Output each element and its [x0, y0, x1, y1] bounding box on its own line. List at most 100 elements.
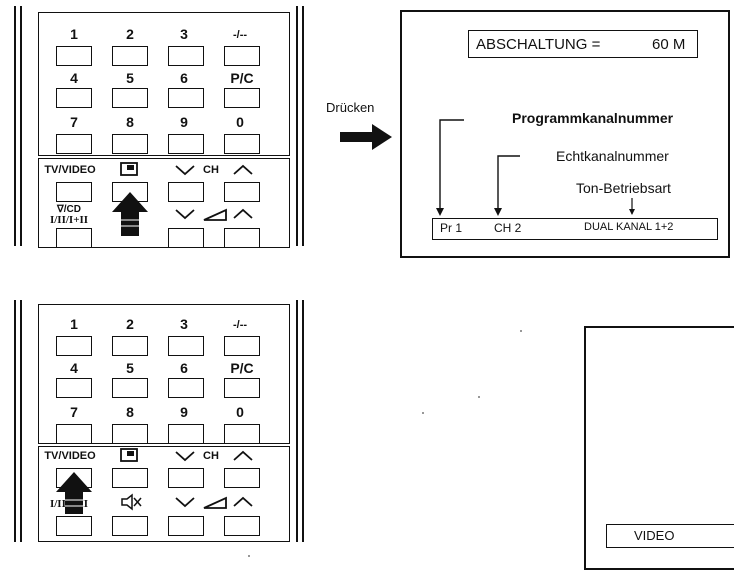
key-pc[interactable] [224, 88, 260, 108]
key-label-vcd: ∇/CD [57, 204, 81, 215]
video-mode-label: VIDEO [634, 528, 675, 543]
key-label-6: 6 [180, 360, 188, 376]
key-channel-down[interactable] [168, 182, 204, 202]
remote-edge-right [296, 6, 298, 246]
key-mute[interactable] [112, 516, 148, 536]
key-5[interactable] [112, 88, 148, 108]
key-8[interactable] [112, 134, 148, 154]
key-sound-mode[interactable] [56, 516, 92, 536]
key-3[interactable] [168, 46, 204, 66]
osd-info-bar [432, 218, 718, 240]
key-label-0: 0 [236, 404, 244, 420]
remote-edge-right-inner [302, 300, 304, 542]
key-screen-info[interactable] [112, 468, 148, 488]
screen-info-icon [120, 448, 138, 462]
remote-edge-left [14, 6, 16, 246]
key-0[interactable] [224, 134, 260, 154]
number-keypad-panel [38, 304, 290, 444]
key-9[interactable] [168, 424, 204, 444]
key-label-3: 3 [180, 26, 188, 42]
video-mode-bar [606, 524, 734, 548]
key-4[interactable] [56, 378, 92, 398]
key-9[interactable] [168, 134, 204, 154]
key-channel-up[interactable] [224, 182, 260, 202]
key-label-tv-video: TV/VIDEO [44, 164, 96, 176]
key-volume-down[interactable] [168, 516, 204, 536]
remote-edge-right-inner [302, 6, 304, 246]
shutoff-timer-box [468, 30, 698, 58]
osd-pointer-lines [436, 119, 635, 216]
press-right-arrow-icon [340, 124, 392, 150]
scan-speckle [520, 330, 522, 332]
volume-icon [203, 496, 227, 509]
key-6[interactable] [168, 378, 204, 398]
key-6[interactable] [168, 88, 204, 108]
key-label-6: 6 [180, 70, 188, 86]
key-label-tv-video: TV/VIDEO [44, 450, 96, 462]
press-label: Drücken [326, 100, 375, 115]
key-sound-mode[interactable] [56, 228, 92, 248]
key-volume-up[interactable] [224, 516, 260, 536]
scan-speckle [478, 396, 480, 398]
key-digit-toggle[interactable] [224, 46, 260, 66]
remote-edge-right [296, 300, 298, 542]
key-4[interactable] [56, 88, 92, 108]
key-label-7: 7 [70, 114, 78, 130]
key-8[interactable] [112, 424, 148, 444]
key-label-5: 5 [126, 70, 134, 86]
key-1[interactable] [56, 336, 92, 356]
program-number-label: Programmkanalnummer [512, 110, 674, 126]
remote-edge-left [14, 300, 16, 542]
key-label-5: 5 [126, 360, 134, 376]
key-label-pc: P/C [230, 70, 254, 86]
press-arrow-icon [112, 192, 148, 236]
key-1[interactable] [56, 46, 92, 66]
key-volume-down[interactable] [168, 228, 204, 248]
key-label-digit-toggle: -/-- [232, 319, 248, 331]
key-channel-up[interactable] [224, 468, 260, 488]
number-keypad-panel [38, 12, 290, 156]
key-label-8: 8 [126, 114, 134, 130]
volume-icon [203, 208, 227, 221]
key-label-pc: P/C [230, 360, 254, 376]
key-label-0: 0 [236, 114, 244, 130]
key-tv-video[interactable] [56, 182, 92, 202]
key-label-sound-mode: I/II/I+II [49, 214, 89, 226]
key-label-4: 4 [70, 70, 78, 86]
key-5[interactable] [112, 378, 148, 398]
key-2[interactable] [112, 336, 148, 356]
scan-speckle [422, 412, 424, 414]
key-digit-toggle[interactable] [224, 336, 260, 356]
key-volume-up[interactable] [224, 228, 260, 248]
key-label-9: 9 [180, 114, 188, 130]
key-label-1: 1 [70, 26, 78, 42]
key-2[interactable] [112, 46, 148, 66]
scan-speckle [248, 555, 250, 557]
volume-up-icon [233, 496, 253, 507]
channel-up-icon [233, 450, 253, 461]
key-label-7: 7 [70, 404, 78, 420]
shutoff-value: 60 M [652, 36, 686, 53]
bar-channel-number: CH 2 [494, 221, 522, 235]
remote-edge-left-inner [20, 300, 22, 542]
screen-info-icon [120, 162, 138, 176]
volume-up-icon [233, 208, 253, 219]
key-channel-down[interactable] [168, 468, 204, 488]
key-label-8: 8 [126, 404, 134, 420]
key-label-1: 1 [70, 316, 78, 332]
bar-sound-mode: DUAL KANAL 1+2 [584, 221, 674, 233]
key-label-2: 2 [126, 316, 134, 332]
key-3[interactable] [168, 336, 204, 356]
key-7[interactable] [56, 424, 92, 444]
volume-down-icon [175, 209, 195, 220]
remote-edge-left-inner [20, 6, 22, 246]
key-label-4: 4 [70, 360, 78, 376]
key-label-2: 2 [126, 26, 134, 42]
volume-down-icon [175, 497, 195, 508]
key-pc[interactable] [224, 378, 260, 398]
key-label-ch: CH [203, 164, 219, 176]
key-7[interactable] [56, 134, 92, 154]
key-label-9: 9 [180, 404, 188, 420]
press-arrow-icon [56, 472, 92, 514]
key-0[interactable] [224, 424, 260, 444]
